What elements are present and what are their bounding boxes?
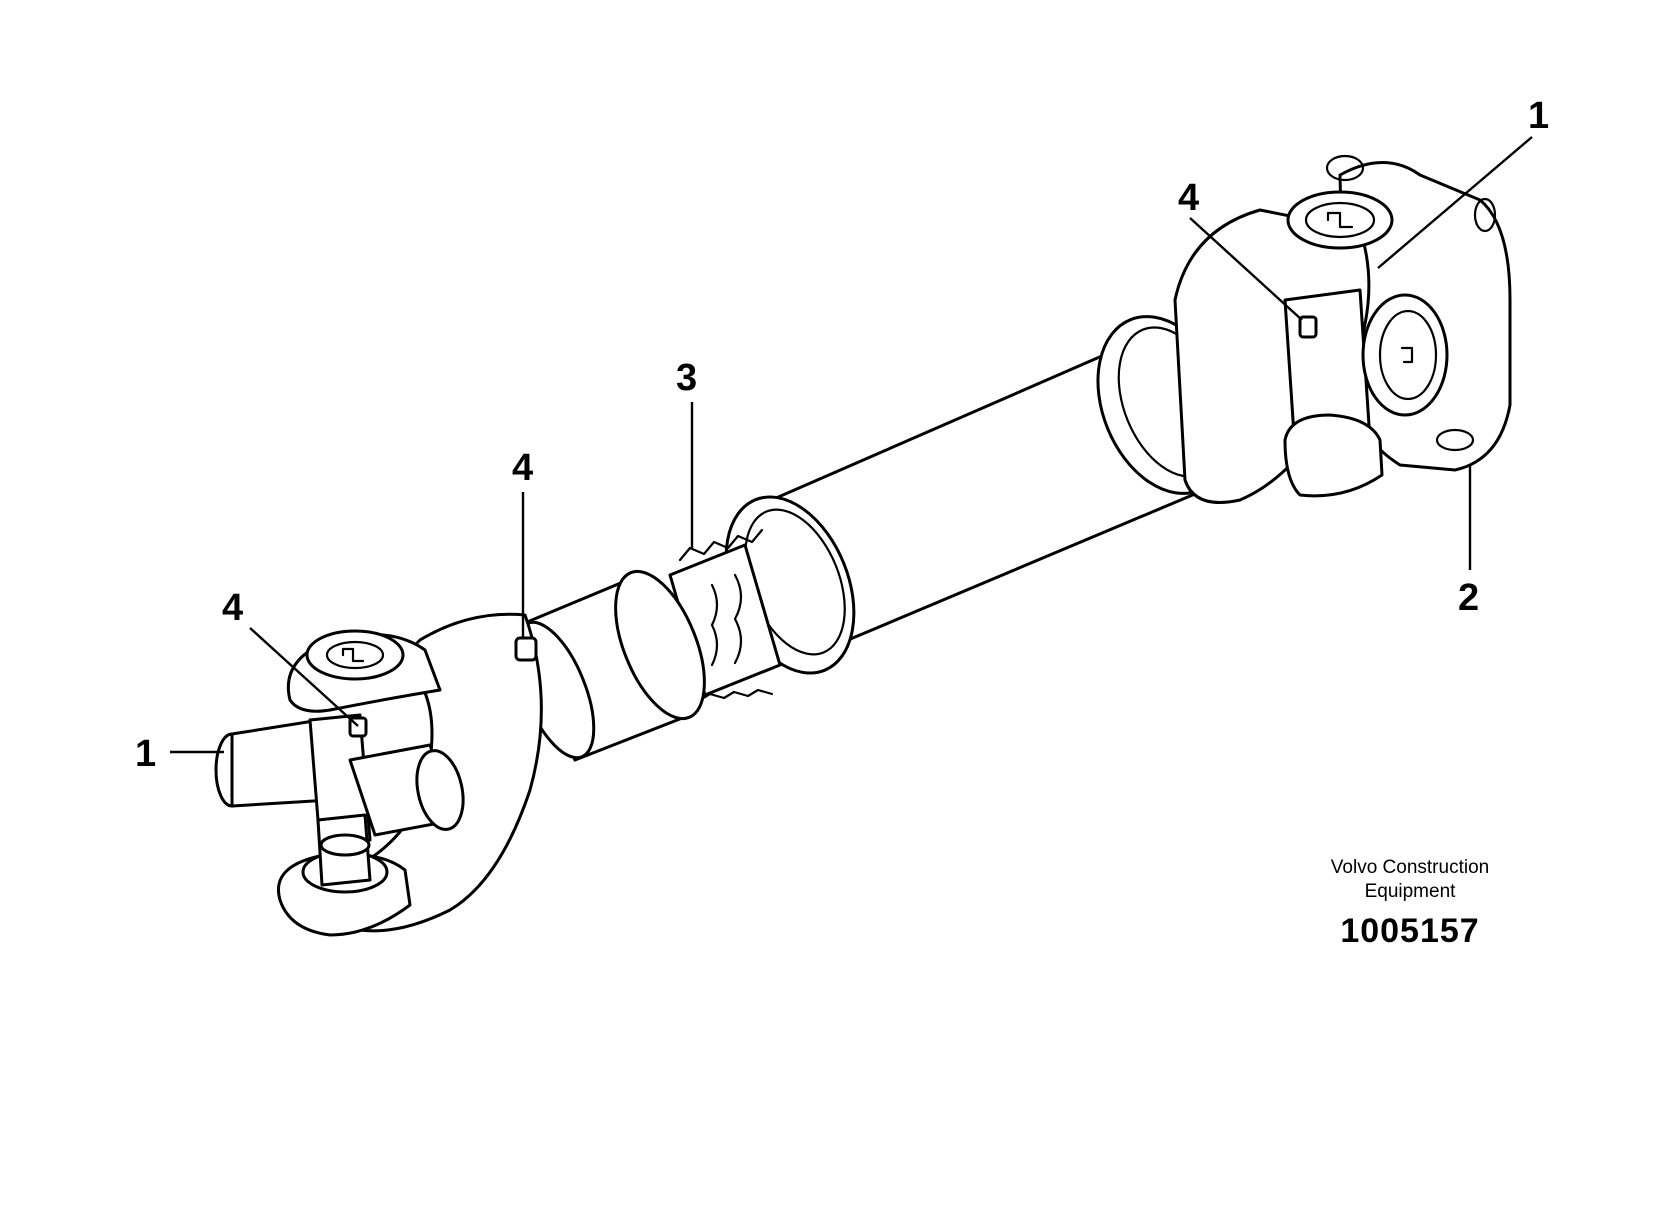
callout-2-flange: 2 [1458, 577, 1479, 619]
right-joint [1173, 154, 1512, 504]
leader-lines [170, 136, 1533, 754]
manufacturer-line-2: Equipment [1364, 881, 1456, 902]
manufacturer-line-1: Volvo Construction [1330, 857, 1490, 878]
callout-4-right: 4 [1178, 177, 1199, 219]
callout-4-slip: 4 [512, 447, 533, 489]
callout-4-left: 4 [222, 587, 243, 629]
left-cross [214, 713, 465, 887]
callout-1-left: 1 [135, 733, 156, 775]
callout-1-right: 1 [1528, 95, 1549, 137]
callout-3-spline: 3 [676, 357, 697, 399]
illustration-number: 1005157 [1340, 912, 1480, 950]
slip-grease-nipple [514, 636, 538, 662]
manufacturer-label: Volvo Construction Equipment [1240, 856, 1580, 904]
